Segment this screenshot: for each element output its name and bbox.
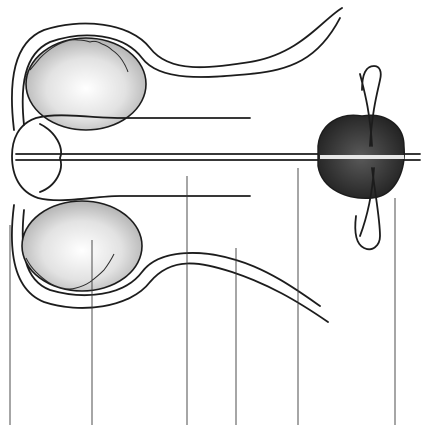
prostate	[318, 115, 404, 198]
penis	[12, 115, 250, 200]
lower-testis	[22, 201, 142, 291]
glans-rim	[40, 124, 61, 192]
